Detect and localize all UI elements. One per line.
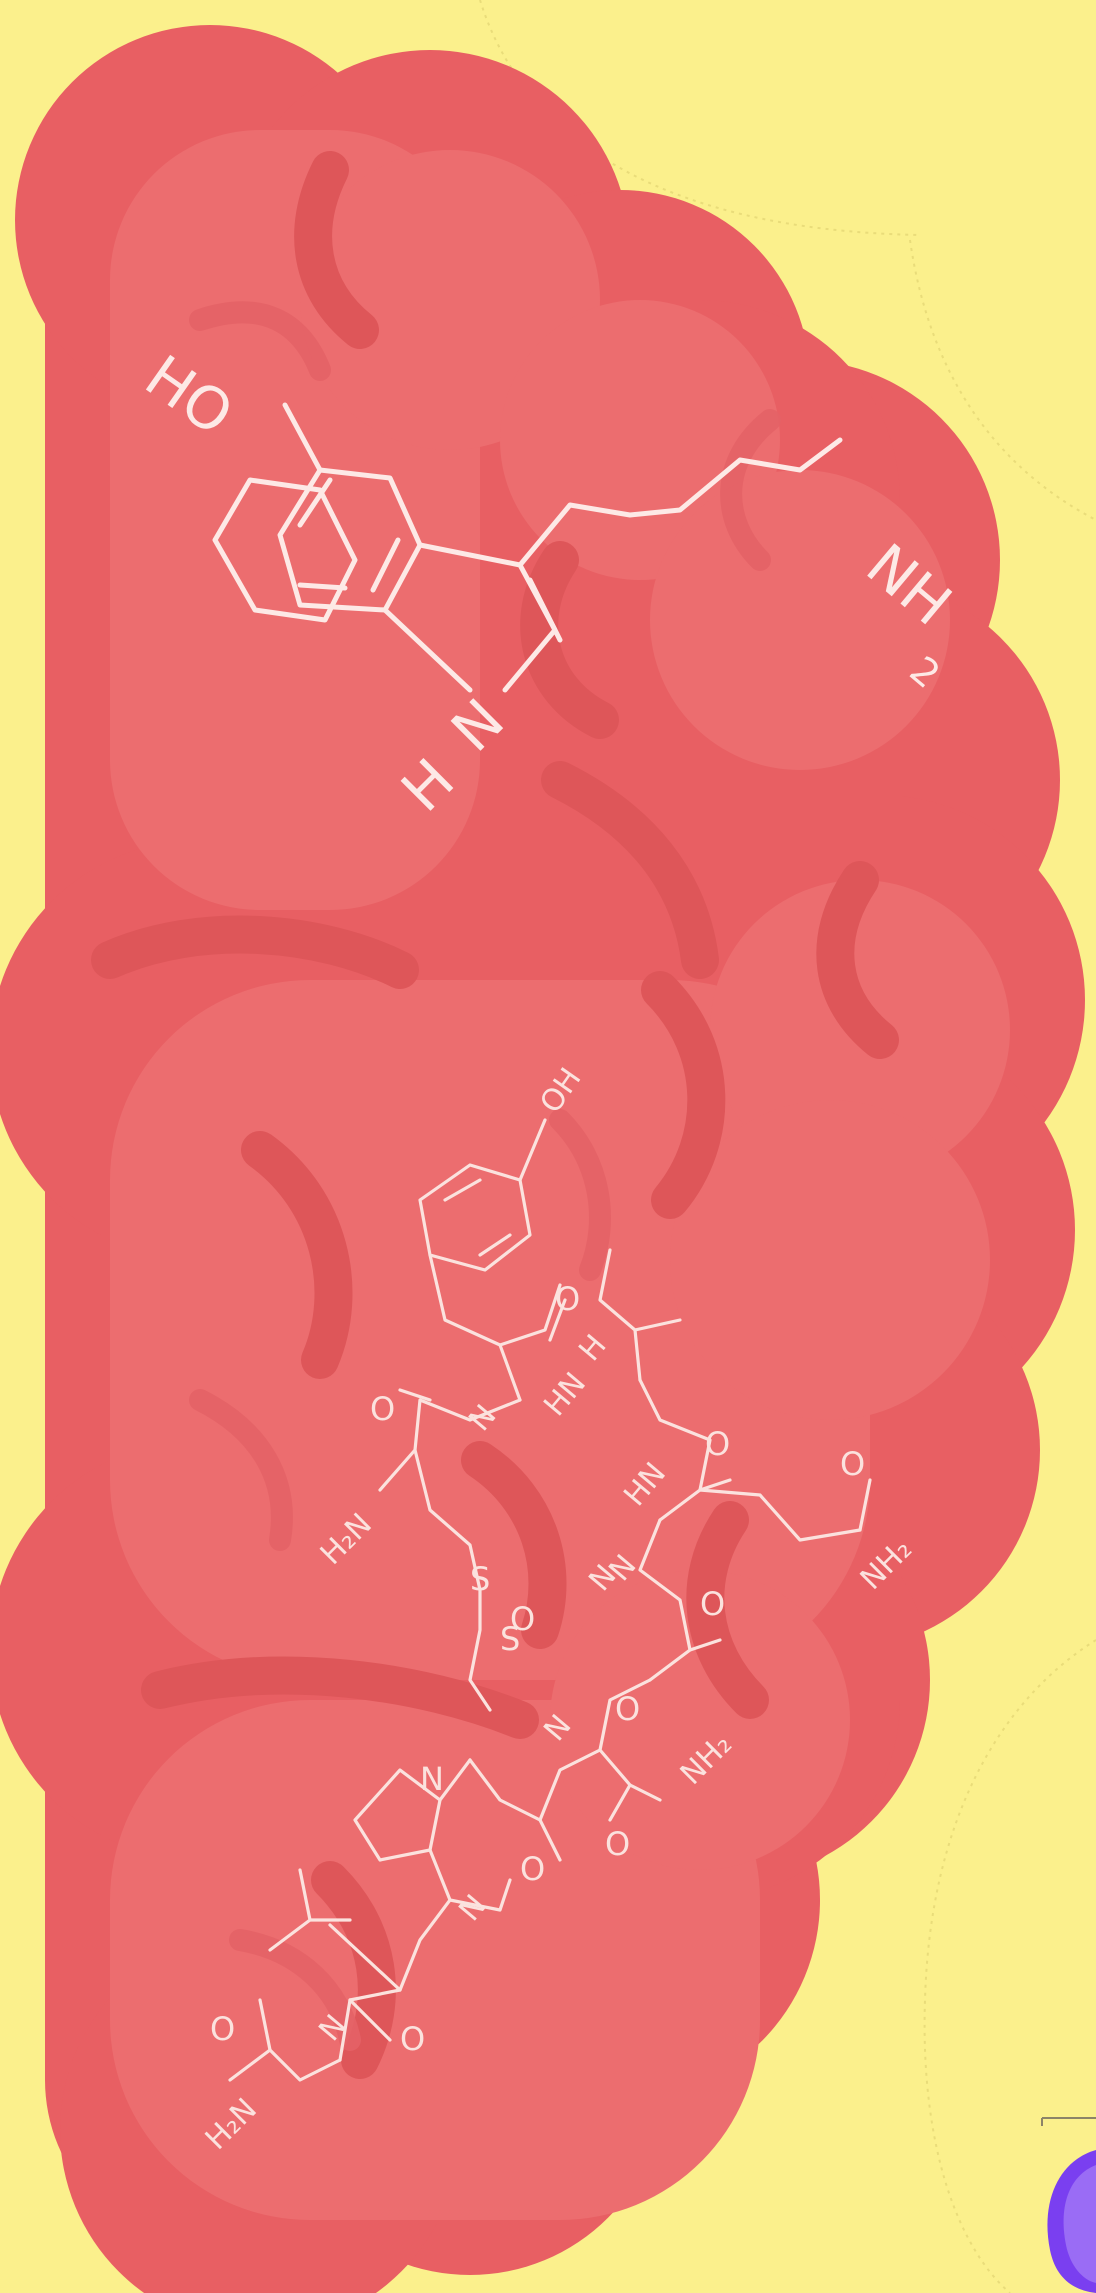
carbonyl-label-9: O <box>520 1850 545 1888</box>
carbonyl-label-7: O <box>615 1690 640 1728</box>
corner-accent <box>1041 2117 1096 2293</box>
carbonyl-label-10: O <box>400 2020 425 2058</box>
carbonyl-label-1: O <box>555 1280 580 1318</box>
sulfur-label-2: S <box>500 1620 520 1658</box>
carbonyl-label-8: O <box>605 1825 630 1863</box>
carbonyl-label-11: O <box>210 2010 235 2048</box>
carbonyl-label-5: O <box>700 1585 725 1623</box>
sulfur-label-1: S <box>470 1560 490 1598</box>
background-circle-outlines <box>479 0 1096 2293</box>
brain-shape <box>0 25 1085 2293</box>
carbonyl-label-2: O <box>370 1390 395 1428</box>
carbonyl-label-3: O <box>705 1425 730 1463</box>
carbonyl-label-6: O <box>510 1600 535 1638</box>
carbonyl-label-4: O <box>840 1445 865 1483</box>
proline-n-label: N <box>420 1760 444 1798</box>
